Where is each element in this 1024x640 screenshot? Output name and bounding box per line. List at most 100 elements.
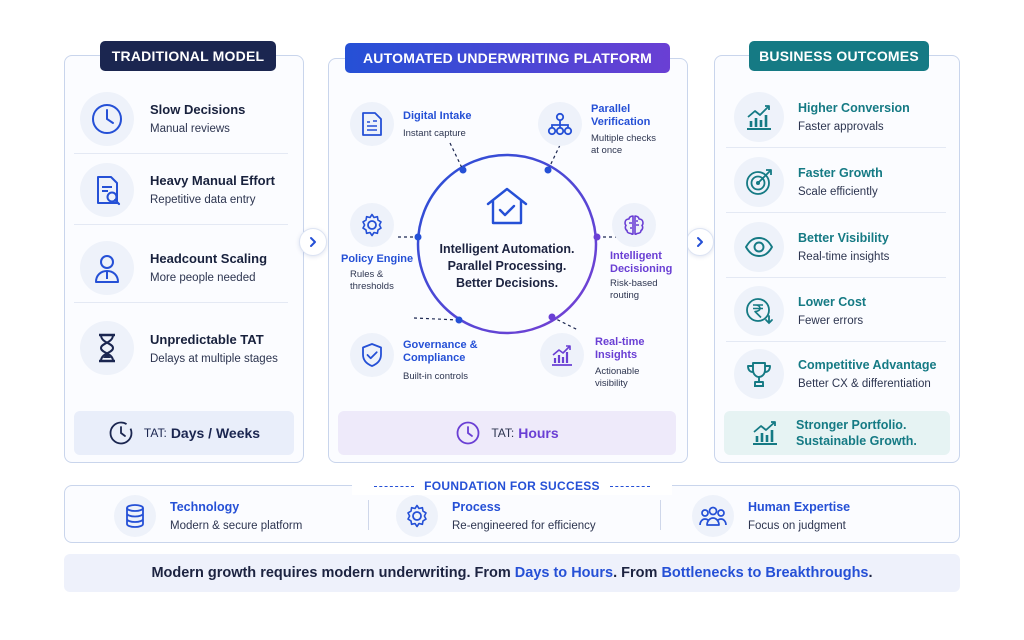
traditional-tat-box: TAT: Days / Weeks — [74, 411, 294, 455]
title-line: Compliance — [403, 352, 466, 364]
people-icon — [692, 495, 734, 537]
tat-value: Days / Weeks — [170, 425, 261, 441]
dash-decoration — [609, 485, 650, 487]
node-subtitle: Instant capture — [403, 128, 466, 139]
bar-chart-icon — [540, 333, 584, 377]
title-line: Insights — [595, 349, 638, 361]
subtitle-line: visibility — [595, 378, 628, 389]
item-title: Heavy Manual Effort — [150, 173, 275, 188]
tagline-part: . — [868, 565, 873, 581]
subtitle-line: routing — [610, 290, 640, 301]
foundation-header: FOUNDATION FOR SUCCESS — [352, 477, 672, 495]
brain-icon — [612, 203, 656, 247]
hub-line: Intelligent Automation. — [439, 242, 575, 256]
item-title: Technology — [170, 500, 240, 514]
item-subtitle: Better CX & differentiation — [798, 378, 931, 390]
shield-check-icon — [350, 333, 394, 377]
item-subtitle: Repetitive data entry — [150, 194, 256, 206]
item-subtitle: Delays at multiple stages — [150, 352, 278, 365]
item-title: Unpredictable TAT — [150, 331, 264, 347]
item-title: Faster Growth — [798, 165, 883, 180]
node-title-real-time-insights: Real-time Insights — [595, 336, 645, 362]
trophy-icon — [734, 349, 784, 399]
title-line: Governance & — [403, 339, 478, 351]
divider — [660, 500, 661, 530]
node-title-digital-intake: Digital Intake — [403, 110, 472, 122]
tagline-highlight: Bottlenecks to Breakthroughs — [661, 565, 869, 581]
chevron-right-icon — [686, 228, 714, 256]
item-subtitle: Scale efficiently — [798, 185, 878, 198]
tat-value: Hours — [518, 425, 559, 441]
tagline-highlight: Days to Hours — [514, 565, 614, 581]
item-subtitle: Focus on judgment — [748, 520, 846, 532]
growth-chart-icon — [750, 420, 780, 446]
subtitle-line: Rules & — [350, 269, 384, 280]
business-outcomes-header: BUSINESS OUTCOMES — [749, 41, 929, 71]
clock-icon — [80, 91, 134, 146]
hub-line: Better Decisions. — [455, 276, 559, 290]
gear-icon — [350, 203, 394, 247]
subtitle-line: Risk-based — [610, 278, 658, 289]
node-subtitle: Multiple checks at once — [591, 133, 656, 157]
node-subtitle: Risk-based routing — [610, 278, 658, 302]
foundation-title: FOUNDATION FOR SUCCESS — [424, 479, 600, 493]
tat-label: TAT: — [491, 426, 515, 440]
clock-icon — [108, 420, 134, 446]
node-title-governance-compliance: Governance & Compliance — [403, 339, 478, 365]
item-title: Slow Decisions — [150, 102, 246, 117]
tagline-part: Modern growth requires modern underwriti… — [151, 565, 515, 581]
item-title: Better Visibility — [798, 230, 889, 245]
traditional-item-unpredictable-tat: Unpredictable TAT Delays at multiple stag… — [74, 313, 288, 383]
hourglass-icon — [80, 321, 134, 375]
title-line: Decisioning — [610, 263, 673, 275]
item-subtitle: Re-engineered for efficiency — [452, 520, 596, 532]
platform-tat-box: TAT: Hours — [338, 411, 676, 455]
dash-decoration — [374, 485, 415, 487]
title-line: Parallel — [591, 103, 631, 115]
database-icon — [114, 495, 156, 537]
item-subtitle: Fewer errors — [798, 314, 864, 327]
person-icon — [80, 240, 134, 295]
outcome-summary-box: Stronger Portfolio. Sustainable Growth. — [724, 411, 950, 455]
gear-icon — [396, 495, 438, 537]
title-line: Verification — [591, 116, 651, 128]
growth-chart-icon — [734, 91, 784, 142]
item-subtitle: Modern & secure platform — [170, 520, 303, 532]
item-title: Lower Cost — [798, 294, 867, 309]
subtitle-line: Actionable — [595, 366, 640, 377]
node-subtitle: Built-in controls — [403, 371, 468, 382]
tat-label: TAT: — [143, 426, 167, 440]
title-line: Intelligent — [610, 250, 662, 262]
traditional-model-header: TRADITIONAL MODEL — [100, 41, 276, 71]
summary-line: Sustainable Growth. — [796, 434, 917, 448]
hub-line: Parallel Processing. — [447, 259, 567, 273]
item-subtitle: More people needed — [150, 272, 256, 284]
node-title-policy-engine: Policy Engine — [341, 253, 414, 265]
chevron-right-icon — [299, 228, 327, 256]
subtitle-line: at once — [591, 145, 623, 156]
target-icon — [734, 156, 784, 207]
hub-text: Intelligent Automation. Parallel Process… — [420, 241, 594, 292]
subtitle-line: Multiple checks — [591, 133, 656, 144]
hierarchy-icon — [538, 102, 582, 146]
title-line: Real-time — [595, 336, 645, 348]
eye-icon — [734, 221, 784, 272]
tagline-banner: Modern growth requires modern underwriti… — [64, 554, 960, 592]
clock-icon — [455, 420, 481, 446]
item-subtitle: Real-time insights — [798, 250, 890, 263]
tagline-part: . From — [613, 565, 662, 581]
platform-header: AUTOMATED UNDERWRITING PLATFORM — [345, 43, 670, 73]
item-title: Headcount Scaling — [150, 251, 268, 266]
house-check-icon — [484, 186, 530, 231]
document-search-icon — [80, 162, 134, 217]
